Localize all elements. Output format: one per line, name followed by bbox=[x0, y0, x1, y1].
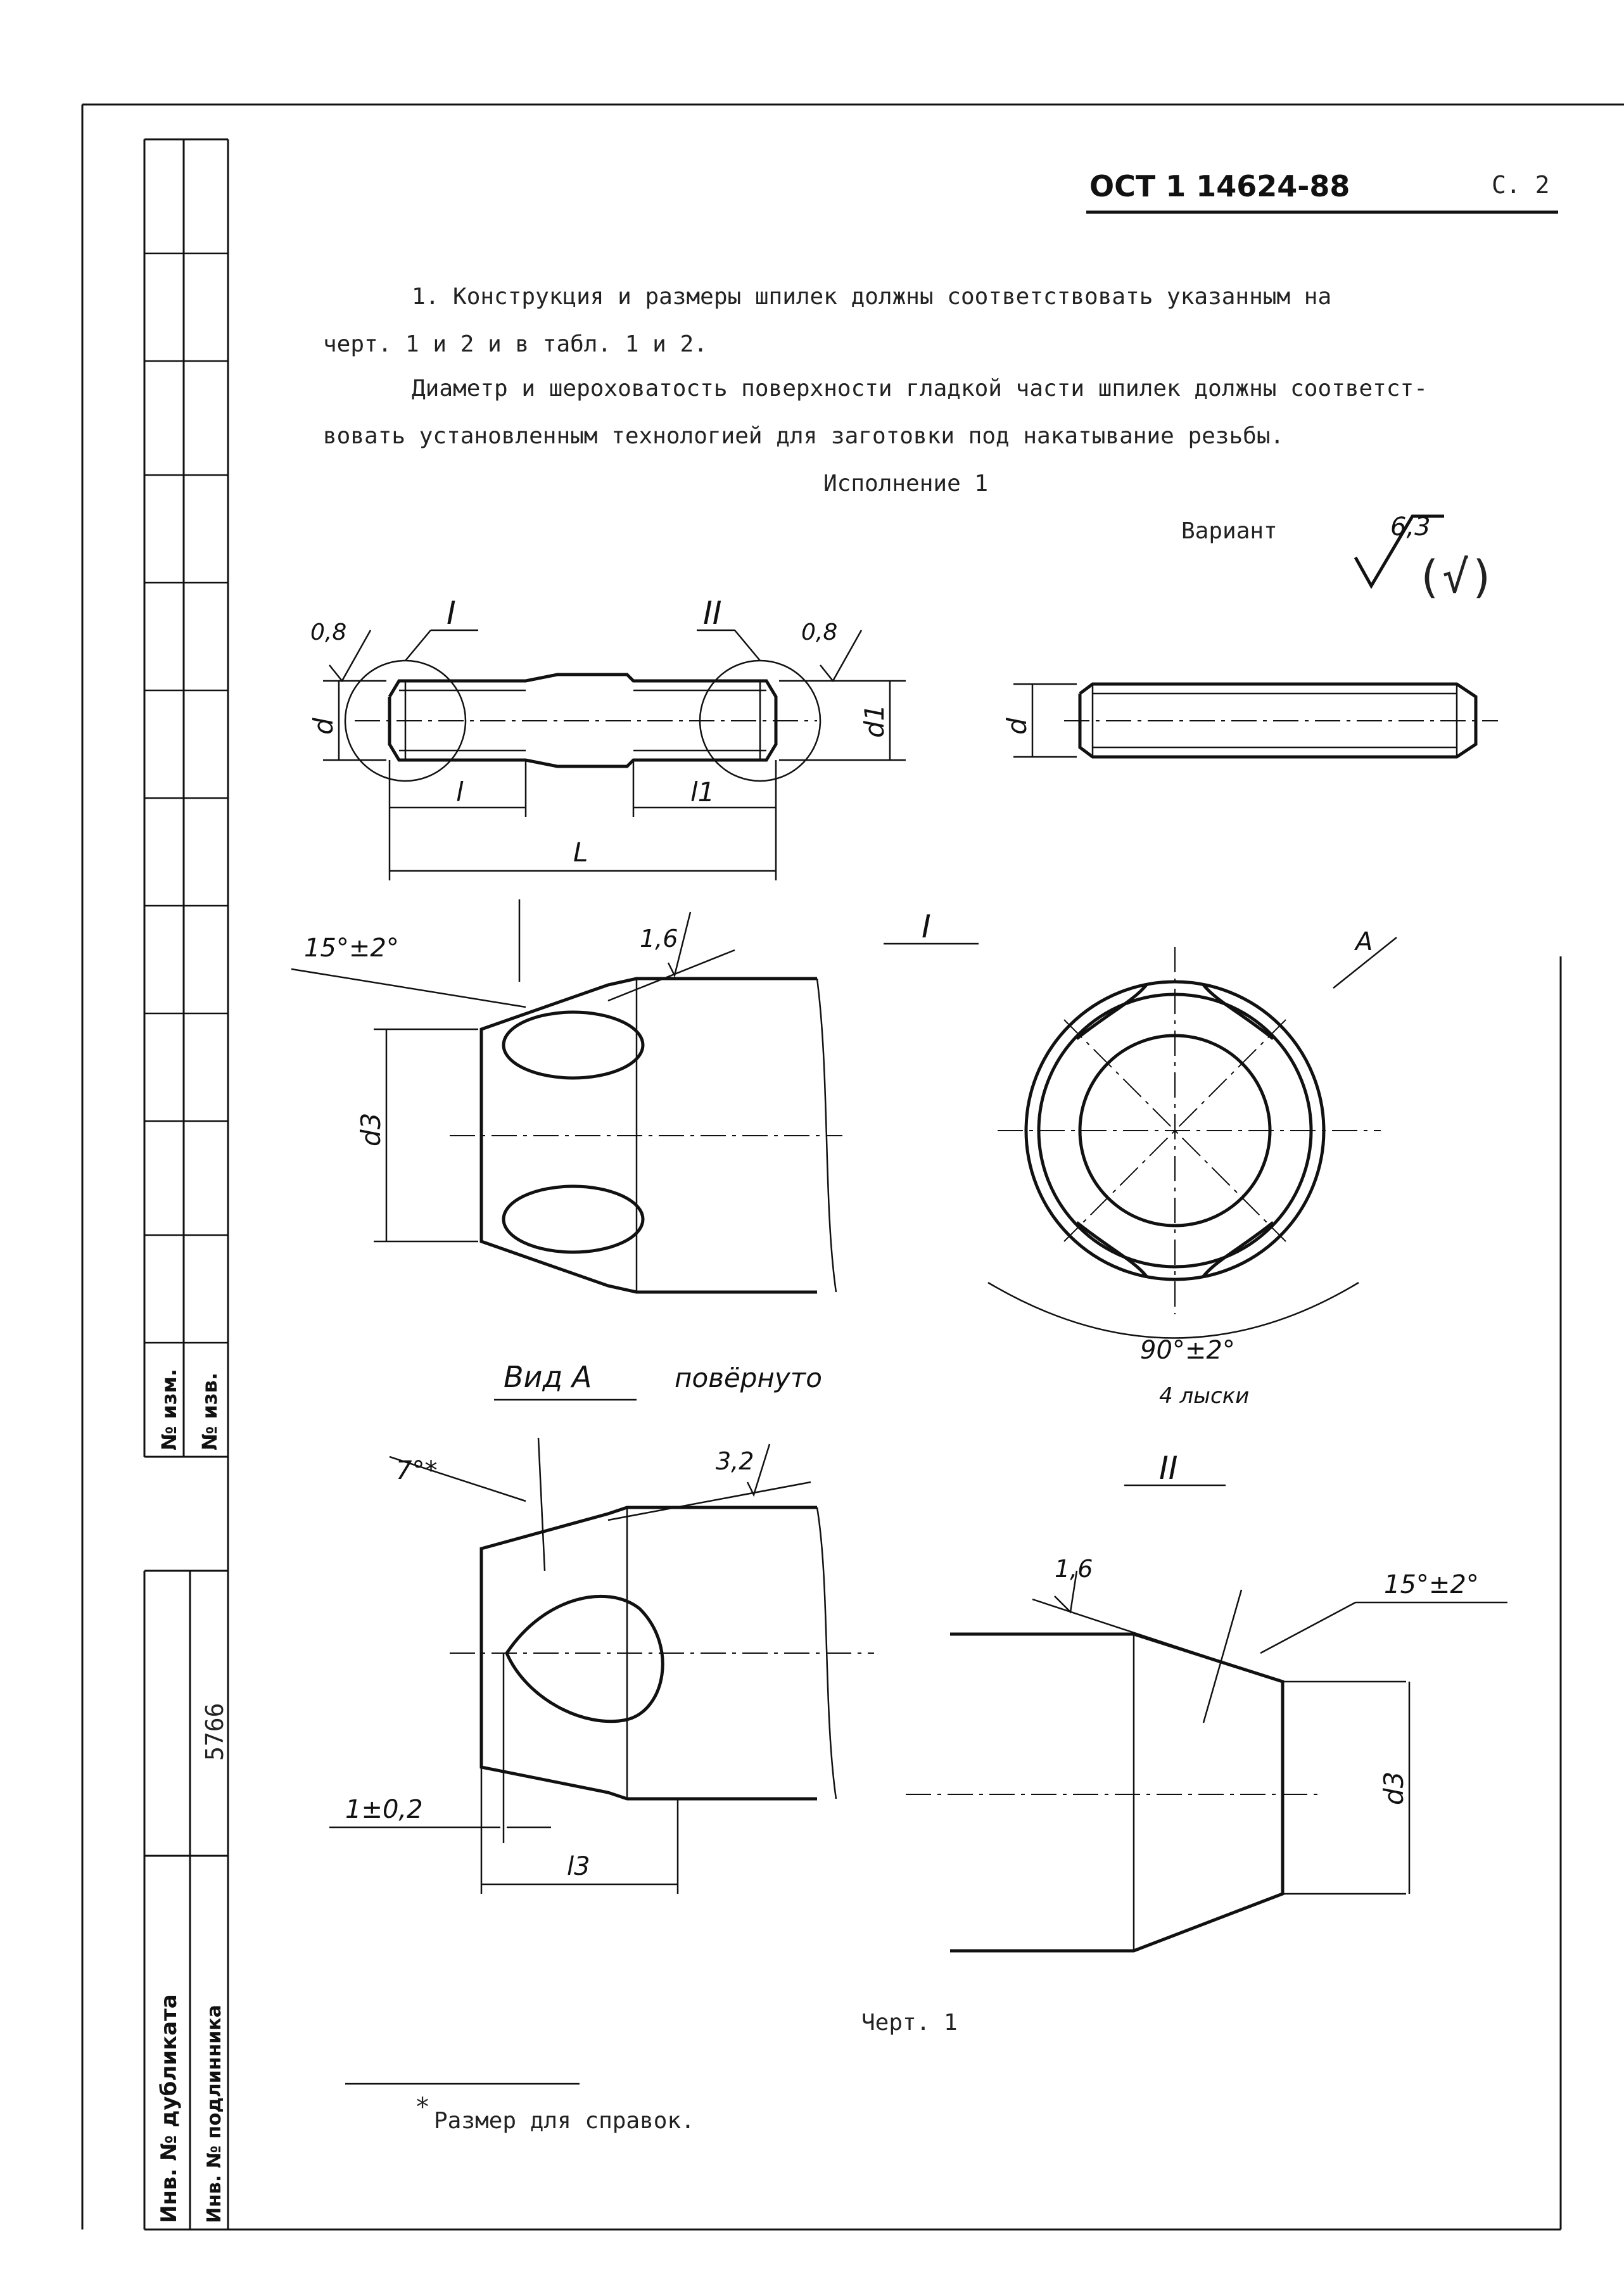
paragraph-1-line-2: черт. 1 и 2 и в табл. 1 и 2. bbox=[323, 331, 707, 357]
angle-15-top: 15°±2° bbox=[304, 934, 399, 963]
view-A-label: Вид А bbox=[504, 1360, 592, 1394]
detail-II-section: II 1,6 15°±2° d3 bbox=[906, 1450, 1507, 1953]
stud-elevation-variant: d bbox=[1001, 682, 1498, 759]
page-number: С. 2 bbox=[1492, 171, 1550, 199]
side-stamp: № изм. № изв. 5766 Инв. № дубликата Инв.… bbox=[143, 138, 229, 2231]
dim-l: l bbox=[456, 777, 464, 808]
footnote-text: Размер для справок. bbox=[434, 2108, 695, 2134]
dim-d: d bbox=[308, 718, 339, 735]
callout-I: I bbox=[447, 595, 456, 631]
arrow-A-label: A bbox=[1354, 927, 1373, 956]
dim-l1: l1 bbox=[690, 777, 714, 808]
cross-section-I: I A 90°±2° 4 лыски bbox=[884, 908, 1397, 1409]
dim-l3-label: l3 bbox=[567, 1852, 590, 1881]
dim-d3-left: d3 bbox=[355, 1113, 386, 1146]
notice-no-label: № изв. bbox=[198, 1373, 222, 1450]
inv-original-label: Инв. № подлинника bbox=[203, 2005, 225, 2223]
change-no-label: № изм. bbox=[157, 1369, 181, 1450]
dim-d1: d1 bbox=[859, 704, 890, 738]
inv-duplicate-label: Инв. № дубликата bbox=[156, 1994, 182, 2223]
flat-outline-top bbox=[502, 1010, 645, 1080]
callout-II: II bbox=[703, 595, 722, 631]
roughness-08-right: 0,8 bbox=[801, 619, 837, 645]
flat-outline-bottom bbox=[502, 1184, 645, 1254]
stud-elevation: I II 0,8 0,8 d d1 l l1 L bbox=[308, 595, 906, 880]
roughness-paren: (√) bbox=[1416, 551, 1495, 603]
inv-number-value: 5766 bbox=[201, 1703, 229, 1761]
roughness-value: 6,3 bbox=[1390, 512, 1431, 542]
angle-15-bottom: 15°±2° bbox=[1384, 1570, 1479, 1599]
angle-7-label: 7°* bbox=[396, 1456, 437, 1485]
angle-90-label: 90°±2° bbox=[1140, 1336, 1235, 1365]
rotated-label: повёрнуто bbox=[675, 1362, 822, 1393]
dim-L: L bbox=[573, 837, 588, 868]
view-I-label: I bbox=[922, 908, 931, 945]
paragraph-2-line-2: вовать установленным технологией для заг… bbox=[323, 423, 1284, 449]
flat-outline bbox=[505, 1595, 664, 1723]
roughness-symbol: 6,3 (√) bbox=[1354, 512, 1495, 603]
roughness-16-top: 1,6 bbox=[640, 925, 678, 953]
dim-1-label: 1±0,2 bbox=[345, 1795, 423, 1824]
figure-caption: Черт. 1 bbox=[861, 2010, 958, 2036]
four-flats-label: 4 лыски bbox=[1159, 1383, 1249, 1409]
detail-I-section: d3 15°±2° 1,6 bbox=[291, 899, 842, 1294]
standard-number: ОСТ 1 14624-88 bbox=[1089, 169, 1350, 203]
variant-label: Вариант bbox=[1181, 518, 1278, 544]
footnote-marker: * bbox=[415, 2093, 430, 2122]
paragraph-1-line-1: 1. Конструкция и размеры шпилек должны с… bbox=[412, 284, 1331, 310]
execution-heading: Исполнение 1 bbox=[823, 471, 988, 497]
view-A-detail: 7°* 3,2 1±0,2 l3 bbox=[329, 1437, 874, 1894]
roughness-16-bottom: 1,6 bbox=[1055, 1555, 1093, 1583]
dim-d-variant: d bbox=[1001, 718, 1032, 735]
roughness-32-label: 3,2 bbox=[716, 1447, 754, 1475]
view-II-label: II bbox=[1159, 1450, 1178, 1487]
sheet-border bbox=[81, 103, 1624, 2231]
dim-d3-right: d3 bbox=[1378, 1772, 1409, 1805]
roughness-08-left: 0,8 bbox=[310, 619, 346, 645]
paragraph-2-line-1: Диаметр и шероховатость поверхности глад… bbox=[412, 376, 1428, 402]
